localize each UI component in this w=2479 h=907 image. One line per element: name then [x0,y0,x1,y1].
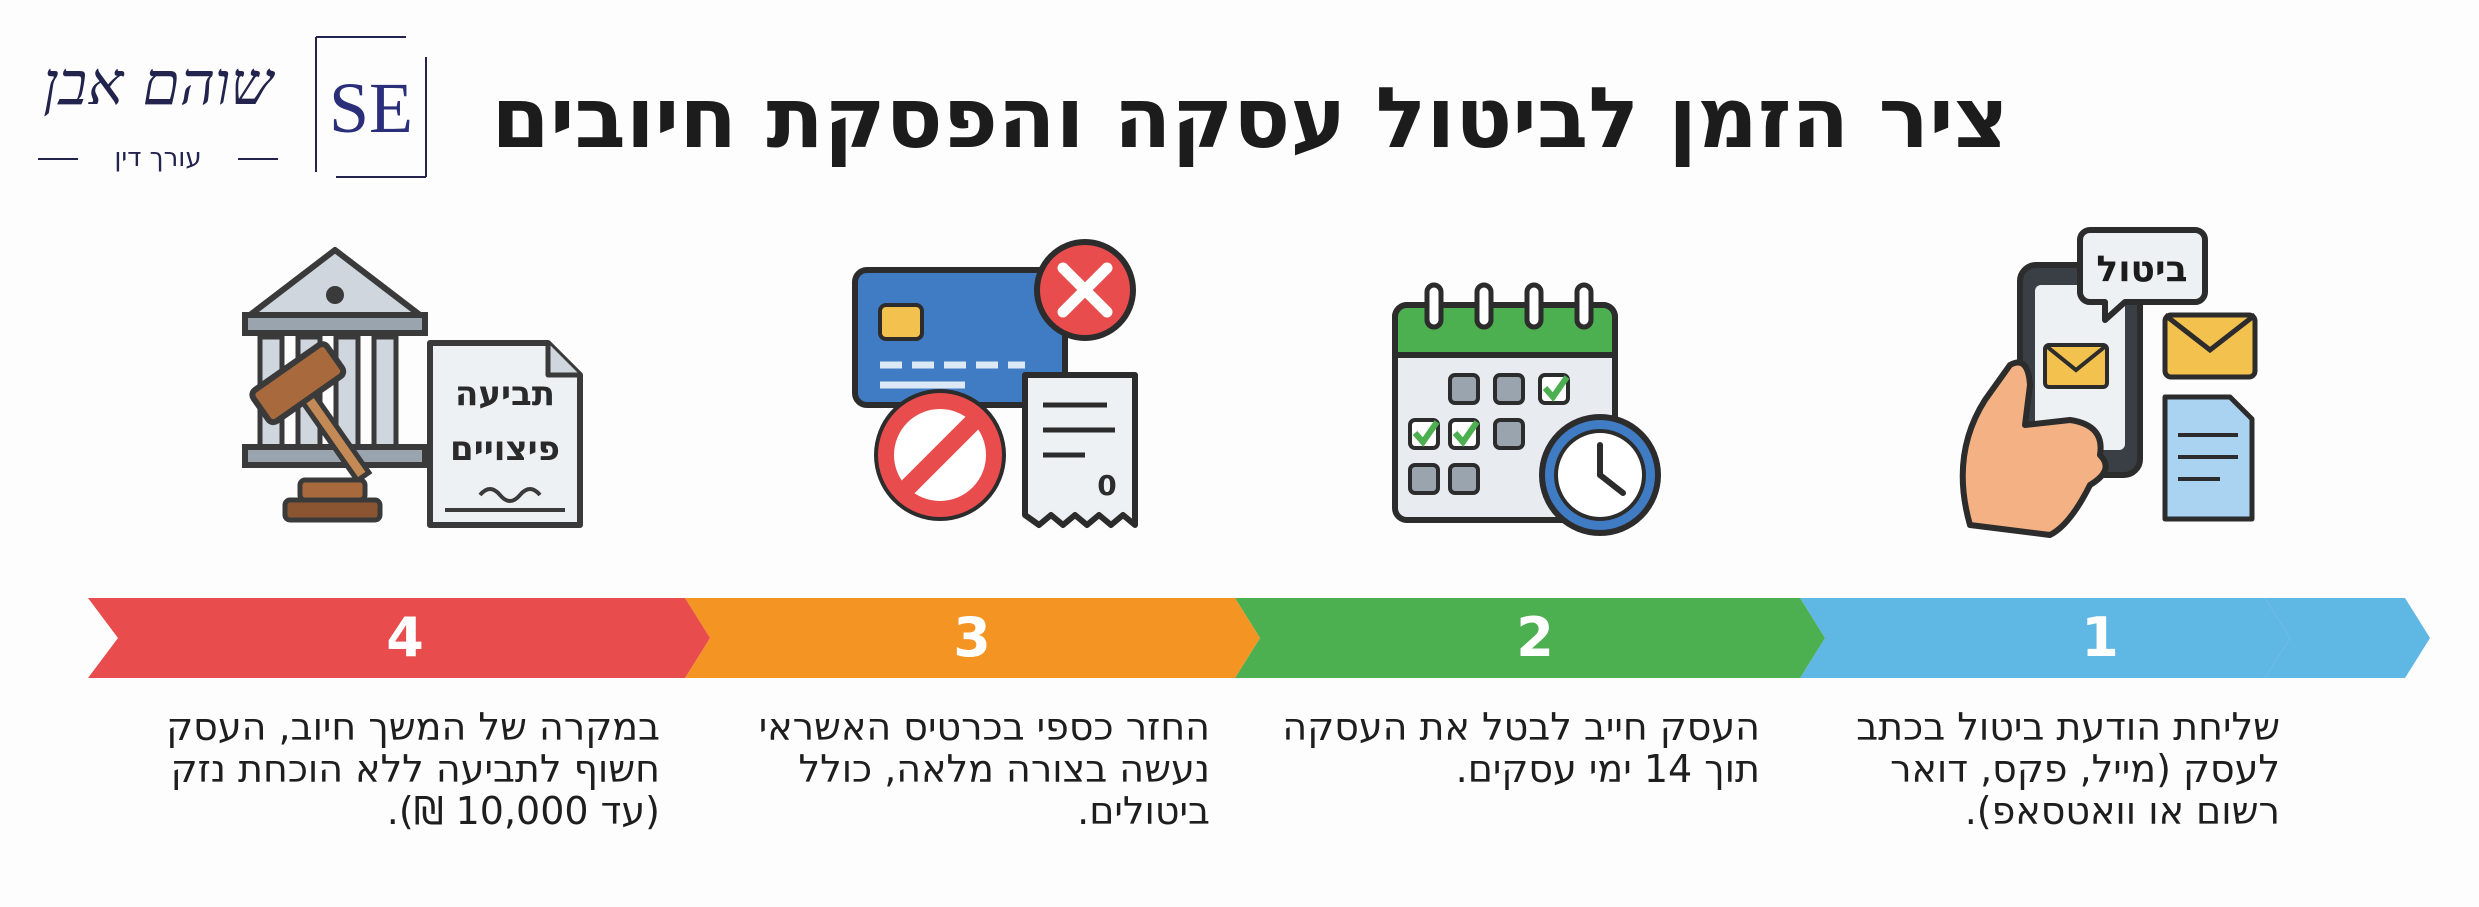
step-1-icon-group: ביטול [1940,225,2300,555]
document-label-lawsuit: תביעה [455,374,555,414]
step-2-number: 2 [1516,606,1554,669]
law-office-logo: שוהם אבן עורך דין SE [28,28,458,188]
calendar-clock-icon [1392,282,1661,536]
se-monogram-logo: SE [315,36,427,178]
timeline-arrow-step-4 [88,598,710,678]
court-gavel-lawsuit-icon: תביעה פיצויים [242,247,583,528]
logo-signature-name: שוהם אבן [43,49,273,119]
step-1-description: שליחת הודעת ביטול בכתב לעסק (מייל, פקס, … [1856,705,2280,833]
phone-cancel-message-icon: ביטול [1959,227,2258,538]
step-2-description: העסק חייב לבטל את העסקה תוך 14 ימי עסקים… [1282,705,1760,791]
logo-subtitle: עורך דין [114,143,202,173]
logo-subtitle-row: עורך דין [38,138,278,178]
receipt-zero-label: 0 [1097,469,1116,502]
step-3-description: החזר כספי בכרטיס האשראי נעשה בצורה מלאה,… [758,705,1210,833]
timeline-arrow-step-2 [1235,598,1825,678]
credit-card-cancel-receipt-icon: 0 [852,239,1138,528]
logo-divider-right [238,158,278,160]
timeline-arrow-step-1 [1800,598,2290,678]
step-3-icon-group: 0 [845,225,1205,555]
timeline-arrows: 1 2 3 4 [88,598,2430,678]
step-4-description: במקרה של המשך חיוב, העסק חשוף לתביעה ללא… [166,705,660,833]
step-2-icon-group [1385,225,1745,555]
logo-divider-left [38,158,78,160]
timeline-arrow-step-3 [685,598,1260,678]
step-4-icon-group: תביעה פיצויים [230,225,590,555]
logo-monogram: SE [329,68,413,148]
cancel-bubble-label: ביטול [2096,249,2187,290]
page-title: ציר הזמן לביטול עסקה והפסקת חיובים [491,69,2009,167]
timeline-arrow-step-1-cap [2265,598,2430,678]
document-label-damages: פיצויים [450,429,560,469]
step-4-number: 4 [386,606,424,669]
step-1-number: 1 [2081,606,2119,669]
step-3-number: 3 [953,606,991,669]
